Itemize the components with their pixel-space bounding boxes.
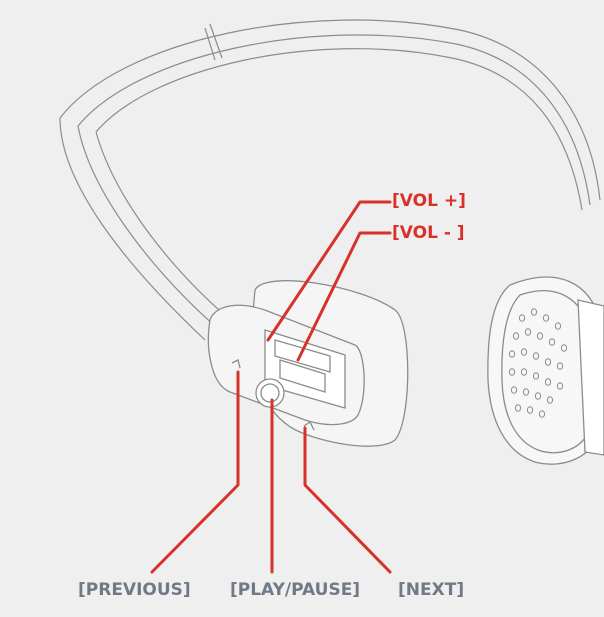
vol-down-label: [VOL - ]	[392, 225, 465, 242]
previous-callout-line	[152, 372, 238, 572]
vol-up-label: [VOL +]	[392, 193, 466, 210]
previous-label: [PREVIOUS]	[78, 582, 191, 599]
ear-pad	[488, 277, 604, 464]
next-callout-line	[305, 428, 390, 572]
next-label: [NEXT]	[398, 582, 464, 599]
play-pause-label: [PLAY/PAUSE]	[230, 582, 360, 599]
